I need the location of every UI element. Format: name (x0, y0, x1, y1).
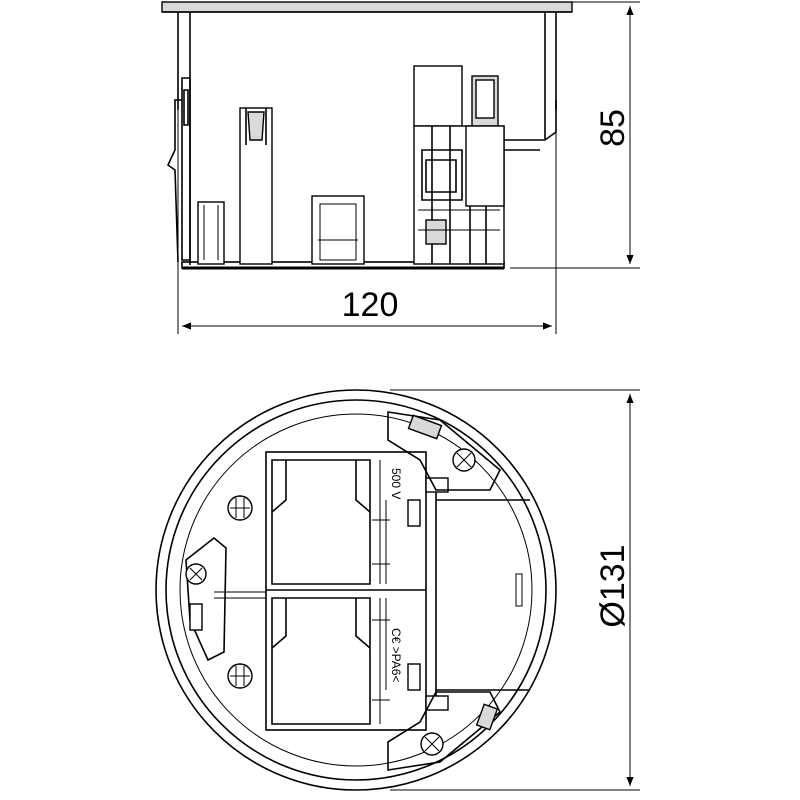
top-view: 500 V C€ >PA6< (155, 389, 640, 791)
center-bracket (311, 195, 365, 265)
upper-right-claw (387, 411, 501, 491)
lower-right-claw (387, 691, 501, 771)
socket-insert-upper: 500 V (271, 459, 403, 585)
height-label: 85 (594, 109, 632, 147)
side-view: 85 120 (161, 1, 640, 334)
material-marking: C€ >PA6< (389, 628, 403, 682)
inner-rim (165, 399, 547, 781)
left-clip (181, 77, 191, 261)
left-block (197, 201, 225, 265)
diameter-label: Ø131 (594, 544, 632, 627)
socket-frame (265, 451, 427, 731)
width-label: 120 (342, 286, 399, 324)
left-claw (185, 536, 227, 662)
socket-insert-lower: C€ >PA6< (271, 597, 403, 725)
fixing-screw-lower (227, 663, 253, 689)
fixing-screw-upper (227, 495, 253, 521)
box-body-outline (177, 12, 557, 110)
right-mechanism (413, 65, 557, 265)
voltage-marking: 500 V (389, 468, 403, 499)
outer-rim (155, 389, 557, 791)
flange-plate (161, 1, 573, 13)
